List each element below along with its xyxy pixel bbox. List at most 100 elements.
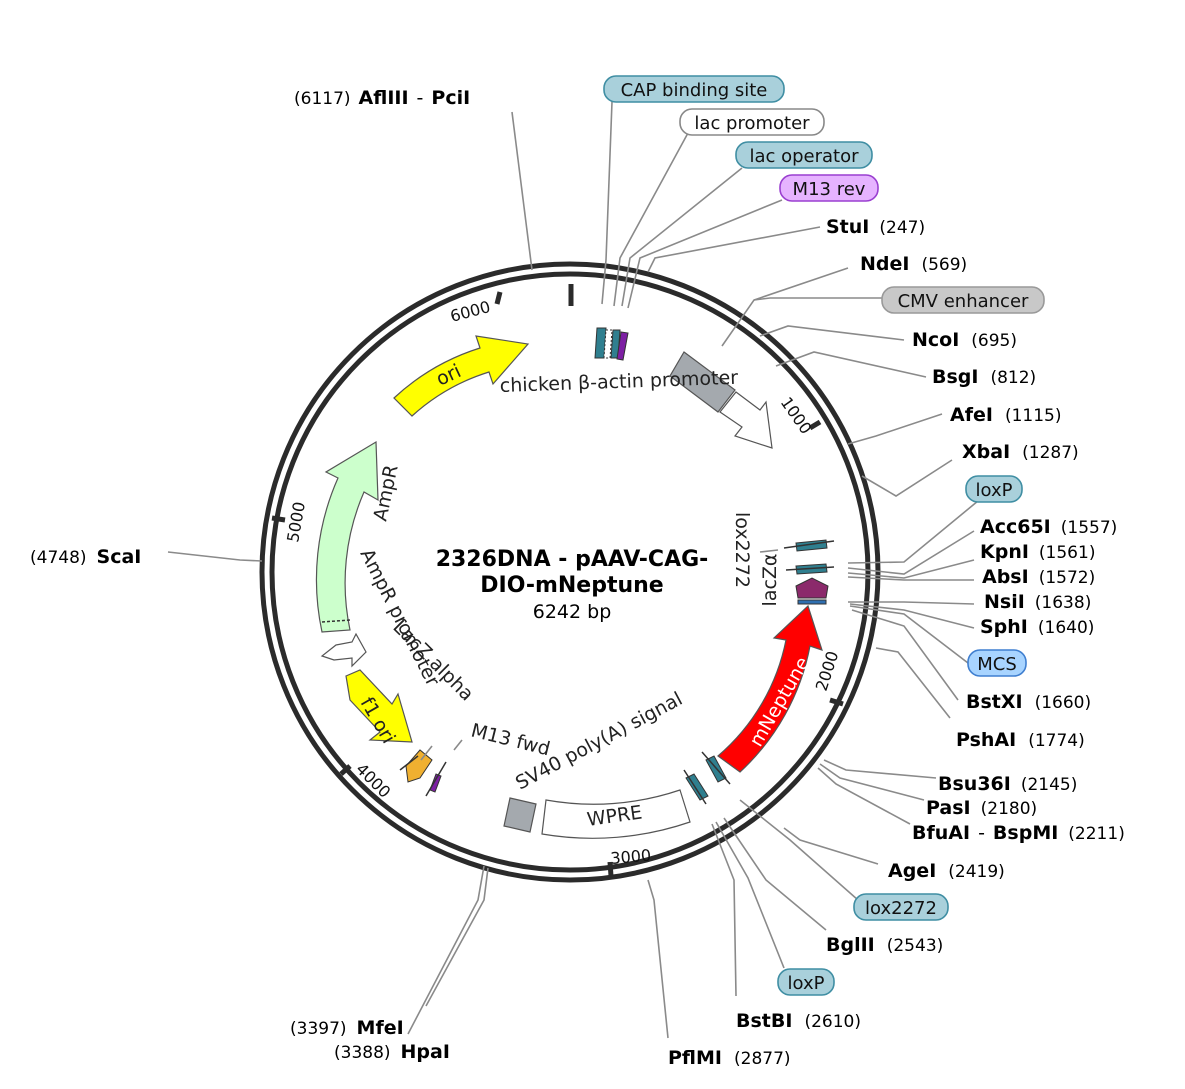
feature-box-lac-operator: lac operator <box>735 141 873 169</box>
tick-label-5000: 5000 <box>283 500 309 543</box>
svg-text:Acc65I(1557): Acc65I (1557) <box>980 516 1117 538</box>
m13fwd-pointer <box>453 739 463 751</box>
enzyme-name: AbsI <box>982 566 1029 588</box>
svg-text:NsiI(1638): NsiI (1638) <box>984 591 1091 613</box>
plasmid-size: 6242 bp <box>533 601 612 623</box>
f1-orange-block <box>405 749 433 783</box>
svg-text:XbaI(1287): XbaI (1287) <box>962 441 1079 463</box>
enzyme-name: BglII <box>826 934 875 956</box>
enzyme-pos: (812) <box>990 368 1036 388</box>
enzyme-pos: (2180) <box>981 799 1038 819</box>
svg-text:AbsI(1572): AbsI(1572) <box>982 566 1095 588</box>
enzyme-name: NsiI <box>984 591 1025 613</box>
enzyme-pos: (247) <box>879 218 925 238</box>
svg-text:(3397)MfeI: (3397)MfeI <box>290 1017 404 1039</box>
svg-text:BsgI(812): BsgI(812) <box>932 366 1036 388</box>
svg-text:SphI(1640): SphI(1640) <box>980 616 1094 638</box>
enzyme-name: XbaI <box>962 441 1010 463</box>
enzyme-stui: StuI (247) <box>826 216 925 238</box>
m13fwd-label: M13 fwd <box>469 720 553 761</box>
enzyme-pos: (1557) <box>1061 518 1118 538</box>
mcs-site <box>797 599 827 605</box>
enzyme-afliii-pcii: (6117)AflIII-PciI <box>294 87 470 109</box>
enzyme-ndei: NdeI(569) <box>860 253 967 275</box>
enzyme-name: AgeI <box>888 860 936 882</box>
chicken-promoter-arrow <box>719 391 773 449</box>
svg-text:AgeI(2419): AgeI(2419) <box>888 860 1005 882</box>
enzyme-bglii: BglII(2543) <box>826 934 943 956</box>
enzyme-pos: (1638) <box>1035 593 1092 613</box>
enzyme-bfuai-bspmi: BfuAI-BspMI(2211) <box>912 822 1125 844</box>
enzyme-name: PshAI <box>956 729 1016 751</box>
feature-box-text: lac promoter <box>694 113 810 134</box>
svg-text:Bsu36I(2145): Bsu36I(2145) <box>938 773 1077 795</box>
wpre-arrow <box>541 789 691 839</box>
enzyme-nsii: NsiI (1638) <box>984 591 1091 613</box>
enzyme-name: BstBI <box>736 1010 792 1032</box>
enzyme-name: MfeI <box>357 1017 404 1039</box>
enzyme-name: AflIII <box>359 87 409 109</box>
feature-box-cmv-enhancer: CMV enhancer <box>881 286 1045 314</box>
feature-box-text: CAP binding site <box>621 80 768 101</box>
ori-arrow <box>393 335 530 417</box>
enzyme-mfei: (3397)MfeI <box>290 1017 404 1039</box>
enzyme-name: StuI <box>826 216 869 238</box>
feature-box-loxp-bottom: loxP <box>777 968 835 996</box>
enzyme-name: HpaI <box>401 1041 450 1063</box>
feature-box-text: lox2272 <box>865 898 937 919</box>
svg-text:NdeI(569): NdeI(569) <box>860 253 967 275</box>
lacz-alpha-arrow <box>795 577 829 599</box>
loxp-bottom-tick <box>701 751 731 785</box>
tick-label-2000: 2000 <box>812 649 843 694</box>
enzyme-name: NcoI <box>912 329 959 351</box>
enzyme-pos: (1287) <box>1022 443 1079 463</box>
enzyme-name: BfuAI <box>912 822 970 844</box>
chicken-promoter-gray-block <box>669 351 736 413</box>
feature-box-text: lac operator <box>749 146 859 167</box>
tick-label-6000: 6000 <box>448 297 492 326</box>
feature-box-text: M13 rev <box>793 179 866 200</box>
plasmid-title-line2: DIO-mNeptune <box>480 573 663 598</box>
feature-box-mcs: MCS <box>967 649 1027 677</box>
f1-ori-arrow <box>345 669 413 743</box>
enzyme-name: SphI <box>980 616 1028 638</box>
tick-label-3000: 3000 <box>610 846 652 868</box>
enzyme-pos: (569) <box>921 255 967 275</box>
tick-label-1000: 1000 <box>777 393 816 437</box>
enzyme-name: PflMI <box>668 1047 722 1069</box>
f1-tick <box>399 755 419 771</box>
loxp-right-tick <box>785 566 835 571</box>
enzyme-scai: (4748)ScaI <box>30 546 141 568</box>
enzyme-name: AfeI <box>950 404 993 426</box>
enzyme-pos: (2877) <box>734 1049 791 1069</box>
svg-text:(3388)HpaI: (3388)HpaI <box>334 1041 450 1063</box>
feature-box-loxp-top: loxP <box>965 475 1023 503</box>
enzyme-pos: (2211) <box>1068 824 1125 844</box>
enzyme-bsu36i: Bsu36I(2145) <box>938 773 1077 795</box>
enzyme-pos: (6117) <box>294 89 351 109</box>
leader-lines <box>167 101 985 1039</box>
feature-box-text: MCS <box>977 654 1017 675</box>
feature-box-text: CMV enhancer <box>898 291 1029 312</box>
enzyme-name: Bsu36I <box>938 773 1011 795</box>
lox2272-inner-label: lox2272 <box>731 512 753 588</box>
top-small-features <box>594 327 629 361</box>
enzyme-name: Acc65I <box>980 516 1051 538</box>
svg-text:BstXI(1660): BstXI(1660) <box>966 691 1091 713</box>
svg-text:(6117)AflIII-PciI: (6117)AflIII-PciI <box>294 87 470 109</box>
svg-text:PflMI(2877): PflMI (2877) <box>668 1047 791 1069</box>
mneptune-arrow <box>717 604 823 773</box>
lacz-alpha-label: LacZ alpha <box>388 616 477 705</box>
enzyme-pos: (1774) <box>1028 731 1085 751</box>
enzyme-pos: (1660) <box>1035 693 1092 713</box>
enzyme-pos: (4748) <box>30 548 87 568</box>
enzyme-hpai: (3388)HpaI <box>334 1041 450 1063</box>
feature-box-cap: CAP binding site <box>603 75 785 103</box>
ampr-arrow <box>315 440 379 633</box>
tick-marks <box>271 284 844 877</box>
svg-text:AfeI(1115): AfeI(1115) <box>950 404 1061 426</box>
svg-text:PasI(2180): PasI(2180) <box>926 797 1037 819</box>
enzyme-pos: (1561) <box>1039 543 1096 563</box>
enzyme-bstbi: BstBI(2610) <box>736 1010 861 1032</box>
laczalpha-inner-label: lacZα <box>759 554 781 607</box>
